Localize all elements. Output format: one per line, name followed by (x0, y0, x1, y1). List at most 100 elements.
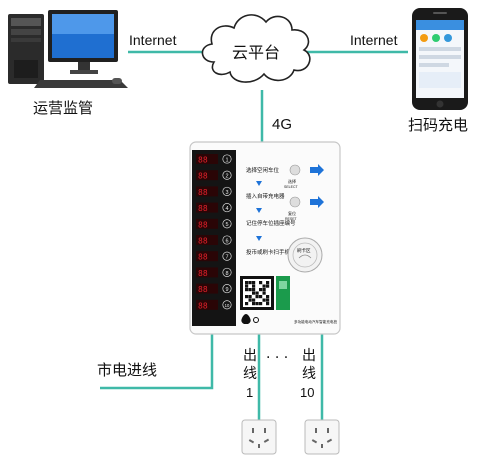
qr-cell (266, 281, 270, 285)
svg-text:RESET: RESET (285, 217, 298, 221)
slot-number: 4 (225, 206, 228, 212)
wall-socket-icon (304, 419, 340, 455)
device-footer-text: 多功能电动汽车智能充电桩 (294, 319, 338, 324)
slot-number-badge (222, 219, 232, 229)
qr-cell (255, 295, 259, 299)
qr-cell (248, 288, 252, 292)
digit-display (196, 251, 218, 262)
digit-display (196, 202, 218, 213)
qr-cell (266, 284, 270, 288)
step-arrow-icon (256, 208, 262, 213)
qr-cell (245, 281, 249, 285)
digit-display (196, 299, 218, 310)
slot-number: 6 (225, 238, 228, 244)
slot-number-badge (222, 154, 232, 164)
qr-cell (266, 298, 270, 302)
slot-number: 1 (225, 157, 228, 163)
qr-cell (252, 298, 256, 302)
qr-cell (248, 298, 252, 302)
outlet-dots: · · · (266, 350, 288, 366)
internet-label-right: Internet (350, 32, 398, 48)
phone-label: 扫码充电 (408, 116, 468, 134)
slot-number-badge (222, 300, 232, 310)
cloud-icon (201, 14, 311, 83)
digit-display (196, 186, 218, 197)
digit-readout: 88 (198, 285, 208, 294)
qr-cell (248, 295, 252, 299)
svg-text:复位: 复位 (288, 210, 296, 216)
display-row: 88 10 (196, 299, 232, 310)
digit-readout: 88 (198, 301, 208, 310)
phone-icon (412, 8, 468, 110)
slot-number-badge (222, 170, 232, 180)
digit-readout: 88 (198, 237, 208, 246)
slot-number-badge (222, 251, 232, 261)
mains-label: 市电进线 (97, 361, 157, 379)
step-4: 投币或刷卡扫手机扫码 (246, 248, 302, 256)
qr-cell (245, 295, 249, 299)
digit-readout: 88 (198, 172, 208, 181)
computer-icon (8, 10, 128, 88)
card-reader[interactable]: 刷卡区 (287, 237, 323, 273)
slot-number-badge (222, 186, 232, 196)
outlet-1-char1: 出 (243, 348, 257, 364)
step-arrow-icon (256, 181, 262, 186)
outlet-10-char1: 出 (302, 348, 316, 364)
qr-cell (252, 281, 256, 285)
digit-display (196, 283, 218, 294)
qr-cell (262, 288, 266, 292)
slot-number: 3 (225, 190, 228, 196)
slot-number: 9 (225, 287, 228, 293)
qr-cell (252, 288, 256, 292)
digit-readout: 88 (198, 188, 208, 197)
select-button[interactable]: 选择 SELECT (284, 164, 301, 189)
qr-cell (252, 291, 256, 295)
mains-line (100, 334, 214, 390)
qr-cell (259, 302, 263, 306)
svg-text:SELECT: SELECT (284, 185, 298, 189)
qr-cell (259, 288, 263, 292)
digit-readout: 88 (198, 220, 208, 229)
display-row: 88 3 (196, 186, 232, 197)
step-arrow-icon (256, 236, 262, 241)
step-2: 插入自带充电器 (246, 192, 285, 200)
slot-number-badge (222, 267, 232, 277)
slot-number-badge (222, 284, 232, 294)
outlet-10-char2: 线 (302, 366, 316, 382)
qr-cell (266, 295, 270, 299)
qr-cell (245, 288, 249, 292)
digit-readout: 88 (198, 156, 208, 165)
brand-logo-icon (241, 314, 259, 324)
svg-text:选择: 选择 (288, 178, 296, 184)
digit-display (196, 154, 218, 164)
qr-cell (262, 291, 266, 295)
qr-cell (255, 302, 259, 306)
monitor-label: 运营监管 (33, 99, 93, 117)
digit-display (196, 235, 218, 245)
step-3: 记住停车位插座编号 (246, 219, 296, 227)
qr-cell (245, 284, 249, 288)
outlet-10-number: 10 (300, 385, 314, 400)
qr-cell (255, 291, 259, 295)
qr-cell (259, 295, 263, 299)
cloud-label: 云平台 (232, 43, 280, 62)
qr-cell (252, 302, 256, 306)
display-row: 88 9 (196, 283, 232, 294)
reset-button[interactable]: 复位 RESET (285, 196, 301, 221)
slot-number: 10 (225, 303, 230, 308)
qr-cell (259, 281, 263, 285)
qr-cell (252, 284, 256, 288)
digit-display (196, 170, 218, 181)
outlet-1-char2: 线 (243, 366, 257, 382)
qr-code[interactable] (240, 276, 290, 310)
slot-number-badge (222, 235, 232, 245)
digit-readout: 88 (198, 253, 208, 262)
outlet-1-number: 1 (246, 385, 253, 400)
internet-label-left: Internet (129, 32, 177, 48)
